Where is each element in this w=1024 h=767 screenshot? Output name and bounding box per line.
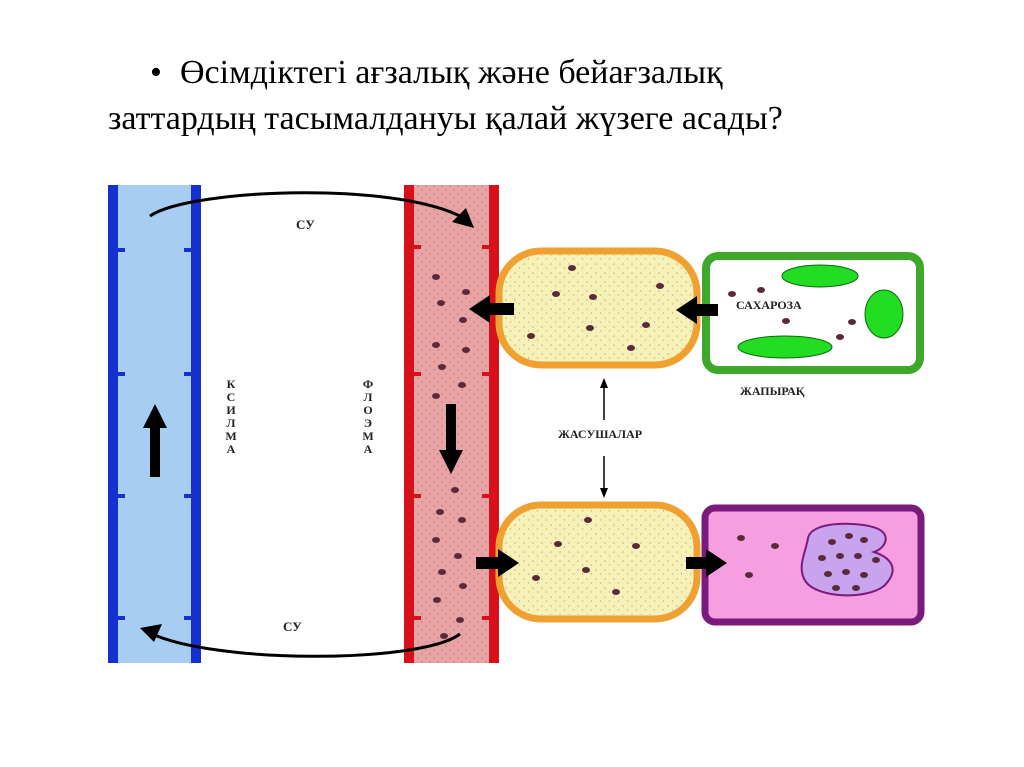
water-label-bottom: СУ — [283, 619, 302, 634]
top-arc-arrowhead — [452, 208, 474, 228]
sucrose-label: САХАРОЗА — [736, 298, 802, 312]
upper-companion-cell — [495, 247, 701, 369]
right-arrow-icon-phloem — [476, 549, 519, 577]
title-text-1: Өсімдіктегі ағзалық және бейағзалық — [180, 54, 723, 91]
left-arrow-icon-phloem — [469, 295, 514, 323]
chloroplast-bottom — [737, 335, 833, 359]
bullet-icon: • — [150, 54, 162, 91]
sink-cell — [701, 504, 925, 626]
vacuole — [800, 522, 894, 597]
xylem-tube — [108, 185, 201, 663]
transport-arrows — [469, 295, 727, 577]
leaf-cell — [702, 252, 924, 374]
title-line-1: • Өсімдіктегі ағзалық және бейағзалық — [150, 50, 1010, 96]
water-flow-arrows — [140, 191, 474, 658]
leaf-label: ЖАПЫРАҚ — [740, 384, 805, 398]
xylem-right-wall — [191, 185, 201, 663]
title-line-2: заттардың тасымалдануы қалай жүзеге асад… — [108, 100, 783, 137]
xylem-left-wall — [108, 185, 118, 663]
bottom-water-arc — [147, 630, 461, 658]
xylem-wall-ticks — [118, 248, 191, 620]
phloem-wall-ticks — [414, 245, 489, 620]
chloroplast-right — [864, 289, 904, 339]
bottom-arc-arrowhead — [140, 624, 162, 642]
water-label-top: СУ — [296, 217, 315, 232]
phloem-left-wall — [404, 185, 414, 663]
up-arrow-icon — [143, 404, 167, 477]
right-arrow-icon-sink — [686, 549, 727, 577]
phloem-right-wall — [489, 185, 499, 663]
phloem-tube — [404, 185, 499, 663]
cells-label: ЖАСУШАЛАР — [558, 427, 642, 441]
cell-pointer-arrows — [600, 378, 608, 498]
lower-companion-cell — [495, 501, 701, 623]
chloroplast-top — [781, 264, 859, 288]
slide-title: • Өсімдіктегі ағзалық және бейағзалық зат… — [108, 50, 1010, 142]
top-water-arc — [149, 191, 471, 224]
sugar-particles — [432, 274, 470, 639]
left-arrow-icon-leaf — [676, 296, 718, 324]
down-arrow-icon — [439, 404, 463, 474]
